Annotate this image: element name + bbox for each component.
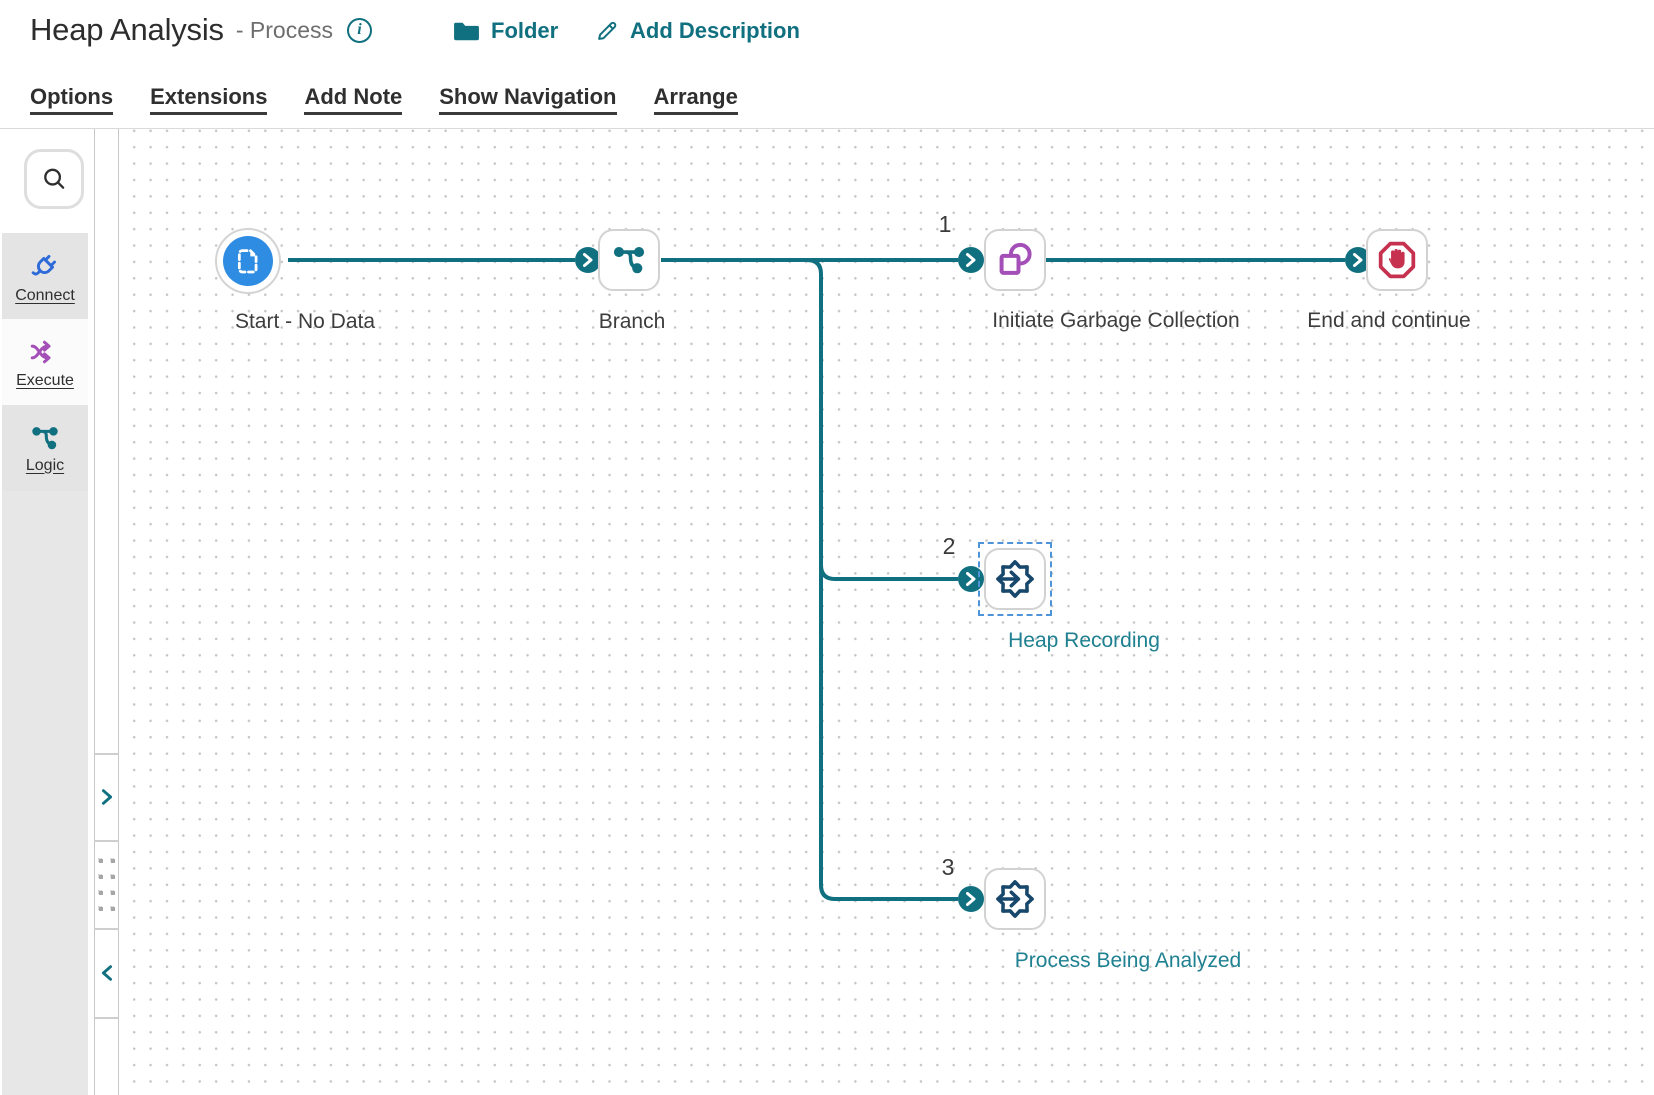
menu-bar: Options Extensions Add Note Show Navigat… bbox=[30, 84, 738, 115]
branch-icon bbox=[28, 422, 62, 454]
node-label-start: Start - No Data bbox=[235, 310, 375, 334]
stop-hand-icon bbox=[1376, 239, 1418, 281]
collapse-panel-button[interactable] bbox=[95, 929, 118, 1017]
folder-button[interactable]: Folder bbox=[452, 18, 558, 44]
connection-arrow-icon[interactable] bbox=[958, 886, 984, 912]
menu-add-note[interactable]: Add Note bbox=[304, 84, 402, 115]
branch-number-2: 2 bbox=[943, 533, 956, 560]
process-gear-icon bbox=[993, 557, 1037, 601]
menu-extensions[interactable]: Extensions bbox=[150, 84, 267, 115]
node-label-branch: Branch bbox=[599, 310, 666, 334]
pencil-icon bbox=[594, 18, 620, 44]
palette-tool-logic[interactable]: Logic bbox=[2, 405, 88, 491]
palette-tool-connect[interactable]: Connect bbox=[2, 233, 88, 319]
node-process-being-analyzed[interactable] bbox=[984, 868, 1046, 930]
node-label-process-analyzed: Process Being Analyzed bbox=[1015, 949, 1241, 973]
shapes-icon bbox=[994, 239, 1036, 281]
palette-tool-label: Logic bbox=[26, 457, 64, 475]
folder-label: Folder bbox=[491, 18, 558, 44]
chevron-right-icon bbox=[98, 786, 116, 808]
panel-splitter-strip bbox=[94, 129, 119, 1095]
splitter-divider bbox=[94, 1017, 119, 1019]
palette-tool-label: Connect bbox=[15, 287, 75, 305]
palette-search-area bbox=[2, 129, 88, 233]
page-subtitle: - Process bbox=[236, 17, 333, 44]
document-icon bbox=[233, 246, 263, 276]
node-label-gc: Initiate Garbage Collection bbox=[992, 309, 1239, 333]
process-canvas[interactable]: 1 2 3 Start - No Data bbox=[120, 129, 1654, 1095]
add-description-button[interactable]: Add Description bbox=[594, 18, 800, 44]
branch-number-3: 3 bbox=[942, 854, 955, 881]
workspace: Connect Execute bbox=[0, 129, 1654, 1095]
node-end-and-continue[interactable] bbox=[1366, 229, 1428, 291]
search-button[interactable] bbox=[24, 149, 84, 209]
connection-arrow-icon[interactable] bbox=[958, 247, 984, 273]
menu-show-navigation[interactable]: Show Navigation bbox=[439, 84, 616, 115]
search-icon bbox=[40, 165, 68, 193]
folder-icon bbox=[452, 19, 481, 44]
add-description-label: Add Description bbox=[630, 18, 800, 44]
splitter-drag-handle[interactable] bbox=[95, 841, 118, 928]
process-gear-icon bbox=[993, 877, 1037, 921]
chevron-left-icon bbox=[98, 962, 116, 984]
node-start[interactable] bbox=[215, 228, 281, 294]
palette-tool-label: Execute bbox=[16, 372, 74, 390]
menu-arrange[interactable]: Arrange bbox=[654, 84, 738, 115]
branch-number-1: 1 bbox=[939, 211, 952, 238]
node-heap-recording[interactable] bbox=[984, 548, 1046, 610]
shapes-palette-sidebar: Connect Execute bbox=[2, 129, 88, 1095]
grip-dots-icon bbox=[99, 859, 115, 911]
start-icon bbox=[223, 236, 273, 286]
info-icon[interactable]: i bbox=[347, 18, 372, 43]
branch-icon bbox=[609, 241, 649, 279]
connector-branch-3 bbox=[807, 260, 958, 899]
node-branch[interactable] bbox=[598, 229, 660, 291]
title-row: Heap Analysis - Process i bbox=[30, 12, 372, 48]
node-label-heap-recording: Heap Recording bbox=[1008, 629, 1160, 653]
palette-tool-execute[interactable]: Execute bbox=[2, 319, 88, 405]
node-initiate-garbage-collection[interactable] bbox=[984, 229, 1046, 291]
plug-icon bbox=[27, 248, 63, 284]
header: Heap Analysis - Process i Folder Add Des… bbox=[0, 0, 1654, 129]
node-label-end: End and continue bbox=[1307, 309, 1470, 333]
page-title: Heap Analysis bbox=[30, 12, 224, 48]
connector-branch-2 bbox=[821, 565, 958, 579]
shuffle-icon bbox=[27, 335, 63, 369]
palette-empty-area bbox=[2, 491, 88, 1095]
menu-options[interactable]: Options bbox=[30, 84, 113, 115]
expand-panel-button[interactable] bbox=[95, 754, 118, 840]
